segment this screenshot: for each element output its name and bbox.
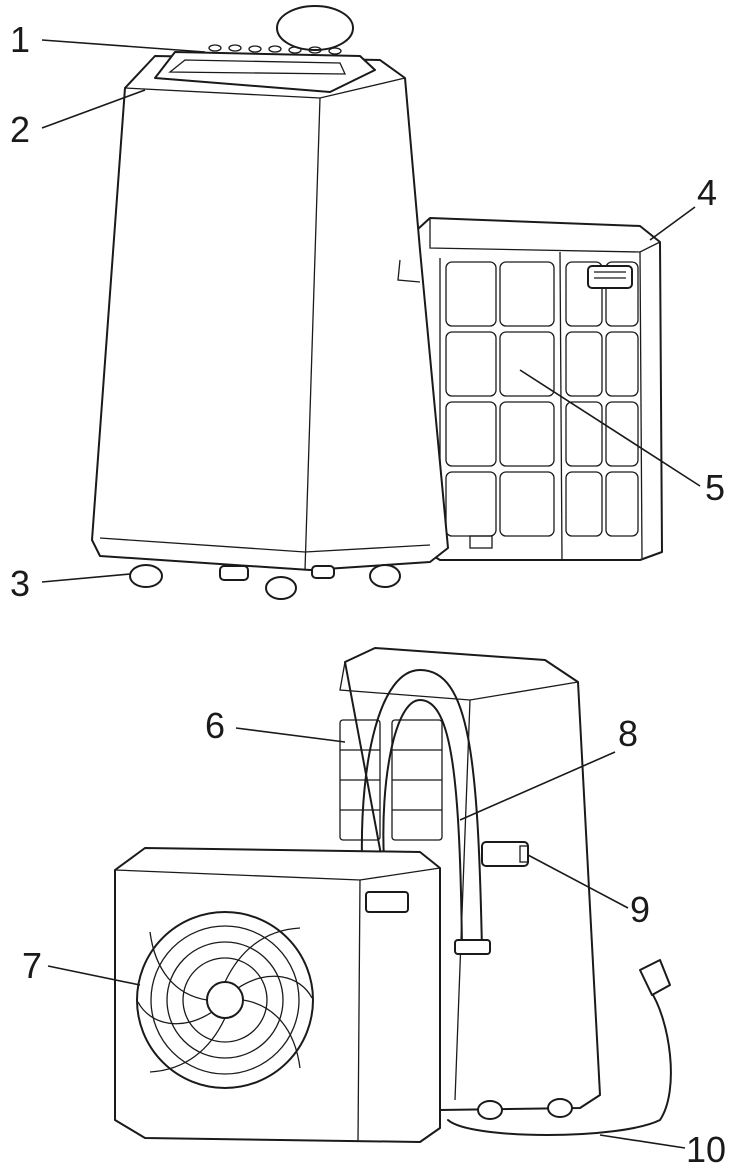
power-plug xyxy=(639,959,671,996)
callout-1: 1 xyxy=(10,19,30,60)
outdoor-handle xyxy=(587,265,633,289)
callout-6: 6 xyxy=(205,705,225,746)
rear-hose-reel xyxy=(276,5,354,51)
callout-labels: 1 2 3 4 5 6 7 8 9 10 xyxy=(10,19,726,1170)
exhaust-hose xyxy=(360,669,483,951)
callout-7: 7 xyxy=(22,945,42,986)
power-cord xyxy=(447,989,672,1136)
rear-air-filter xyxy=(339,719,443,841)
callout-8: 8 xyxy=(618,713,638,754)
outdoor-unit-front xyxy=(394,217,663,561)
front-view xyxy=(91,5,663,600)
castor-wheels xyxy=(129,564,401,600)
callout-10: 10 xyxy=(686,1129,726,1170)
outdoor-filter-grid xyxy=(445,261,639,537)
callout-3: 3 xyxy=(10,563,30,604)
callout-5: 5 xyxy=(705,467,725,508)
indoor-unit-front xyxy=(91,44,449,600)
fan-grille xyxy=(136,911,314,1089)
callout-4: 4 xyxy=(697,172,717,213)
callout-9: 9 xyxy=(630,889,650,930)
rear-view xyxy=(114,647,672,1143)
leader-lines xyxy=(41,39,701,1149)
outdoor-unit-rear xyxy=(114,847,441,1143)
callout-2: 2 xyxy=(10,109,30,150)
